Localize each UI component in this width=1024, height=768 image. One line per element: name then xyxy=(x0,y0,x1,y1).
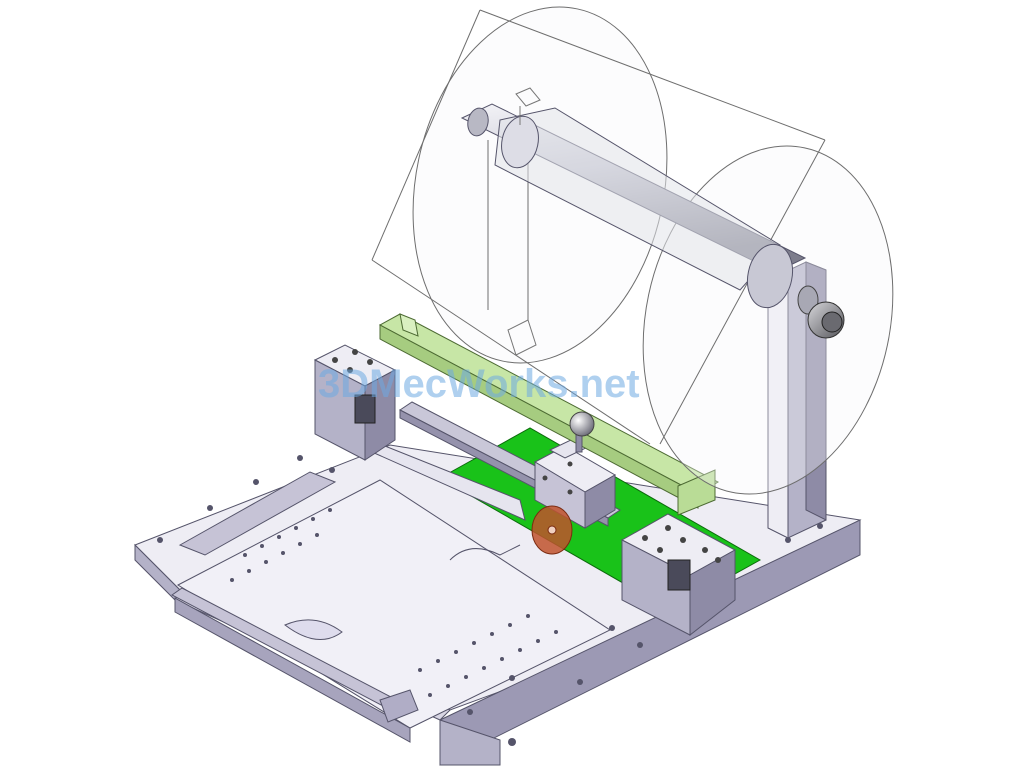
cutter-blade xyxy=(531,505,573,555)
handle-knob xyxy=(569,411,595,453)
roll-shaft xyxy=(460,103,807,309)
green-crossbar xyxy=(378,313,720,516)
side-hole-icon xyxy=(508,738,516,746)
roll-bracket xyxy=(507,87,541,356)
hole-pattern xyxy=(157,455,823,715)
left-block xyxy=(313,344,397,461)
end-knob xyxy=(797,285,845,339)
right-block xyxy=(620,513,737,637)
